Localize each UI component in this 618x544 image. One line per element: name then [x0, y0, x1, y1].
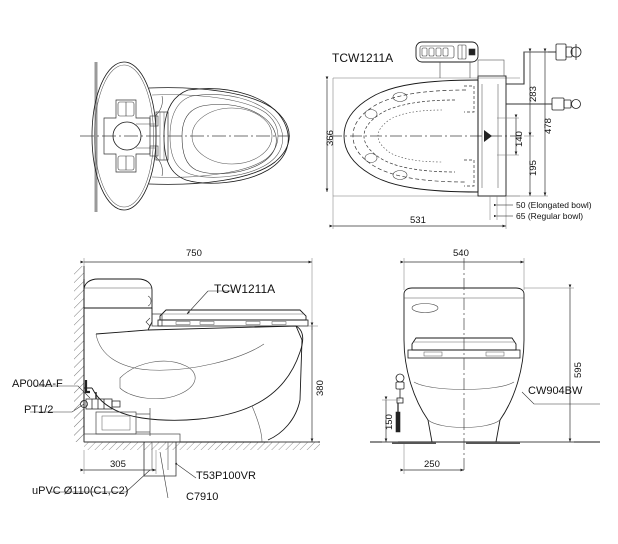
dim-478: 478: [543, 118, 554, 134]
callout-c7910: C7910: [186, 491, 219, 503]
callout-pt12: PT1/2: [24, 404, 54, 416]
callout-ap004a-f: AP004A-F: [12, 378, 63, 390]
dim-366: 366: [325, 130, 336, 146]
washlet-plan-part-label: TCW1211A: [332, 51, 394, 65]
front-elevation-view: [370, 258, 600, 474]
dim-750: 750: [186, 248, 202, 259]
side-view-washlet-label: TCW1211A: [214, 282, 276, 296]
dim-250: 250: [424, 459, 440, 470]
dim-531: 531: [410, 215, 426, 226]
side-elevation-view: [30, 258, 320, 499]
plan-view-washlet: [325, 41, 582, 229]
note-elongated-bowl: 50 (Elongated bowl): [516, 200, 592, 210]
dim-195: 195: [528, 160, 539, 176]
dim-140: 140: [514, 131, 525, 147]
dim-305: 305: [110, 459, 126, 470]
callout-upvc-pipe: uPVC Ø110(C1,C2): [32, 485, 129, 497]
dim-380: 380: [315, 380, 326, 396]
note-regular-bowl: 65 (Regular bowl): [516, 211, 584, 221]
callout-t53p100vr: T53P100VR: [196, 470, 256, 482]
dim-540: 540: [453, 248, 469, 259]
plan-view-seat-bracket: [80, 61, 290, 212]
dim-283: 283: [528, 86, 539, 102]
dim-150: 150: [384, 414, 395, 430]
dim-595: 595: [573, 362, 584, 378]
callout-cw904bw: CW904BW: [528, 385, 583, 397]
